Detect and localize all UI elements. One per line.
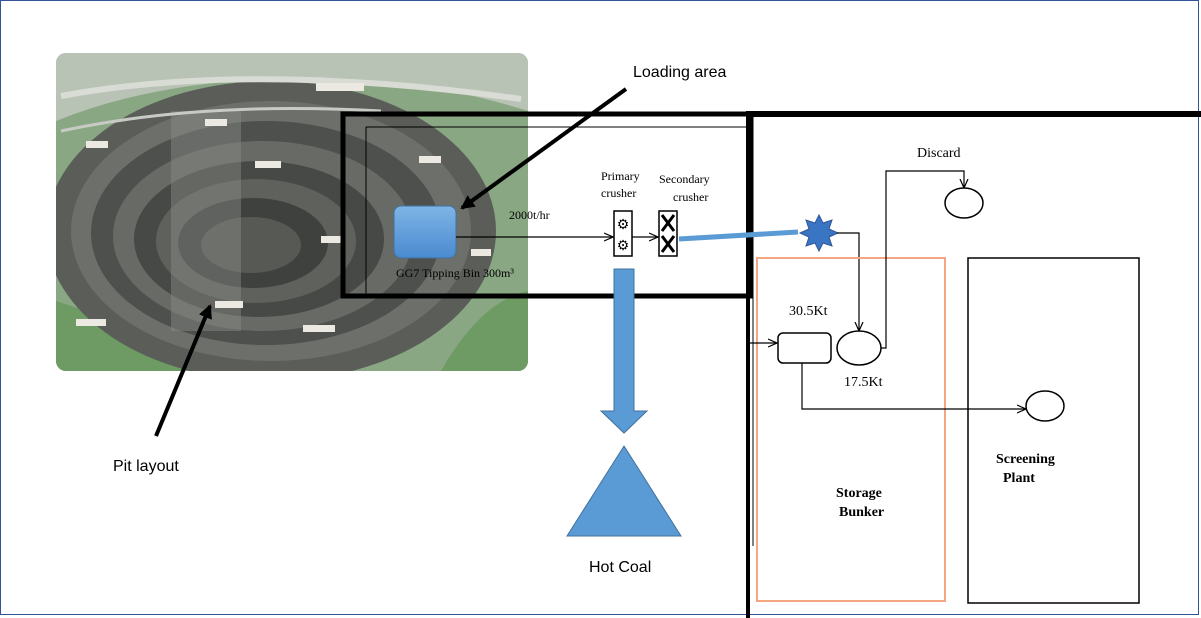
stockpile-a-label: 30.5Kt bbox=[789, 304, 828, 319]
storage-bunker-box bbox=[757, 258, 945, 601]
hot-coal-pile-icon bbox=[567, 446, 681, 536]
loading-area-label: Loading area bbox=[633, 64, 727, 81]
primary-crusher-label-1: Primary bbox=[601, 169, 640, 183]
primary-crusher-label-2: crusher bbox=[601, 186, 636, 200]
transfer-star-icon bbox=[800, 215, 838, 251]
stockpile-b-icon bbox=[837, 331, 881, 365]
blue-conveyor-line bbox=[679, 232, 798, 239]
tipping-bin-icon bbox=[394, 206, 456, 258]
primary-crusher-gear-1: ⚙ bbox=[617, 218, 630, 233]
screening-plant-label-2: Plant bbox=[1003, 471, 1035, 486]
screening-plant-label-1: Screening bbox=[996, 452, 1055, 467]
screening-plant-box bbox=[968, 258, 1139, 603]
storage-bunker-label-1: Storage bbox=[836, 486, 882, 501]
star-to-stockpile-line bbox=[837, 233, 859, 331]
primary-crusher-gear-2: ⚙ bbox=[617, 239, 630, 254]
flow-rate-label: 2000t/hr bbox=[509, 208, 550, 222]
secondary-crusher-label-1: Secondary bbox=[659, 172, 710, 186]
storage-bunker-label-2: Bunker bbox=[839, 505, 884, 520]
discard-icon bbox=[945, 188, 983, 218]
screening-feed-icon bbox=[1026, 391, 1064, 421]
tipping-bin-label: GG7 Tipping Bin 300m³ bbox=[396, 266, 514, 280]
stockpile-to-screening-line bbox=[802, 363, 1026, 409]
discard-label: Discard bbox=[917, 146, 961, 161]
pit-layout-label: Pit layout bbox=[113, 458, 179, 475]
stockpile-a-icon bbox=[778, 333, 831, 363]
secondary-crusher-label-2: crusher bbox=[673, 190, 708, 204]
stockpile-b-label: 17.5Kt bbox=[844, 375, 883, 390]
secondary-crusher-icon bbox=[659, 211, 677, 256]
hot-coal-label: Hot Coal bbox=[589, 559, 651, 576]
